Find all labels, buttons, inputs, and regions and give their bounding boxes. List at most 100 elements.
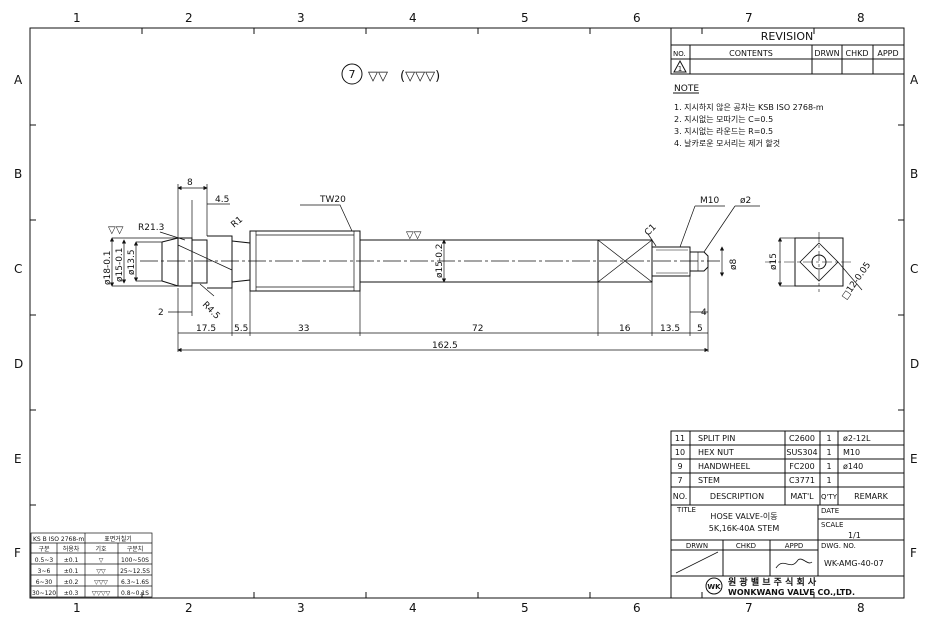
dim-dia15c: ø15 [769,253,779,270]
col-label: 6 [633,601,641,615]
col-label: 2 [185,601,193,615]
tol-cell: 0.5~3 [35,557,54,564]
dim-dia15b: ø15-0.2 [435,243,445,278]
dim-dia2: ø2 [740,196,751,206]
column-labels-top: 1 2 3 4 5 6 7 8 [73,11,865,25]
tol-subtitle: 표면거칠기 [104,535,132,543]
bom-mat: SUS304 [786,448,817,457]
bom-text: 11 SPLIT PIN C2600 1 ø2-12L 10 HEX NUT S… [673,434,889,501]
drawing-title-2: 5K,16K-40A STEM [709,524,780,533]
bom-remark: ø140 [843,462,863,471]
dim-dia13-5: ø13.5 [127,249,137,275]
col-label: 8 [857,601,865,615]
title-label: TITLE [676,506,696,514]
col-label: 1 [73,601,81,615]
company-logo-icon [705,577,723,595]
col-label: 2 [185,11,193,25]
tol-header: 구분치 [127,545,144,553]
bom-table [670,430,905,506]
tol-cell: ▽▽▽ [94,579,108,586]
tol-cell: ▽ [99,557,104,564]
column-labels-bottom: 1 2 3 4 5 6 7 8 [73,601,865,615]
note-item: 1. 지시하지 않은 공차는 KSB ISO 2768-m [674,102,824,112]
row-labels-right: A B C D E F [910,73,919,560]
col-label: 5 [521,11,529,25]
dim-dia8: ø8 [729,258,739,270]
tol-header: 구분 [38,546,50,553]
row-label: B [910,167,918,181]
col-label: 7 [745,11,753,25]
dim-4-5: 4.5 [215,195,229,205]
dim-sq12: □12-0.05 [840,261,873,302]
tol-cell: ▽▽▽▽ [92,590,111,597]
row-label: D [14,357,23,371]
tol-cell: ±0.1 [64,557,79,564]
col-label: 3 [297,601,305,615]
dim-seg: 33 [298,324,309,334]
col-label: 1 [73,11,81,25]
company-name-en: WONKWANG VALVE CO.,LTD. [728,588,855,597]
dim-tw20: TW20 [319,195,346,205]
sheet-border [29,27,905,599]
dim-seg: 17.5 [196,324,216,334]
tol-cell: ▽▽ [96,568,106,575]
bom-mat: FC200 [789,462,814,471]
bom-no: 7 [677,476,682,485]
tol-cell: 3~6 [38,568,51,575]
tol-cell: 30~120 [32,590,56,597]
tol-cell: 0.8~0.1S [121,590,149,597]
dim-c1: C1 [643,223,659,239]
drawing-title-1: HOSE VALVE-이동 [710,511,777,521]
dim-seg: 5 [697,324,703,334]
tol-cell: ±0.1 [64,568,79,575]
tol-header: 기호 [95,545,107,553]
bom-qty: 1 [826,434,831,443]
bom-header-qty: Q'TY [821,493,838,501]
bom-mat: C3771 [789,476,815,485]
tol-title: KS B ISO 2768-m [33,536,84,543]
company-name-kr: 원 광 밸 브 주 식 회 사 [728,576,817,588]
note-item: 4. 날카로운 모서리는 제거 할것 [674,138,780,148]
col-label: 8 [857,11,865,25]
tol-header: 허용차 [63,545,80,553]
note-item: 3. 지시없는 라운드는 R=0.5 [674,127,773,136]
bom-qty: 1 [826,462,831,471]
note-title: NOTE [674,84,699,94]
row-label: E [14,452,22,466]
dim-m10: M10 [700,196,719,206]
dim-dia15a: ø15-0.1 [115,247,125,282]
row-labels-left: A B C D E F [14,73,23,560]
tol-cell: ±0.2 [64,579,79,586]
note-item: 2. 지시없는 모따기는 C=0.5 [674,115,773,124]
row-label: F [910,546,917,560]
bom-header-mat: MAT'L [790,492,814,501]
dim-r21-3: R21.3 [138,223,164,233]
tol-cell: 6.3~1.6S [121,579,149,586]
dim-seg: 16 [619,324,631,334]
company-logo-text: WK [707,583,721,591]
rev-header-drwn: DRWN [814,49,839,58]
finish-mark-icon: ▽▽ [108,225,124,236]
finish-number: 7 [349,68,356,81]
bom-desc: SPLIT PIN [698,434,735,443]
finish-marks: ▽▽ ▽▽ [108,225,422,241]
dim-r1: R1 [230,215,246,230]
col-label: 4 [409,601,417,615]
bom-no: 9 [677,462,682,471]
row-label: D [910,357,919,371]
bom-mat: C2600 [789,434,815,443]
dim-4: 4 [701,308,707,318]
tol-cell: ±0.3 [64,590,79,597]
stem-part-view [140,230,852,292]
row-label: A [910,73,919,87]
tolerance-text: KS B ISO 2768-m 표면거칠기 구분 허용차 기호 구분치 0.5~… [32,535,150,597]
row-label: A [14,73,23,87]
finish-main-symbol: ▽▽ [368,69,388,84]
dim-seg: 5.5 [234,324,248,334]
col-label: 5 [521,601,529,615]
rev-header-no: NO. [673,50,686,58]
revision-title: REVISION [761,30,813,43]
col-label: 3 [297,11,305,25]
dwg-no: WK-AMG-40-07 [824,559,884,568]
bom-header-no: NO. [673,492,688,501]
